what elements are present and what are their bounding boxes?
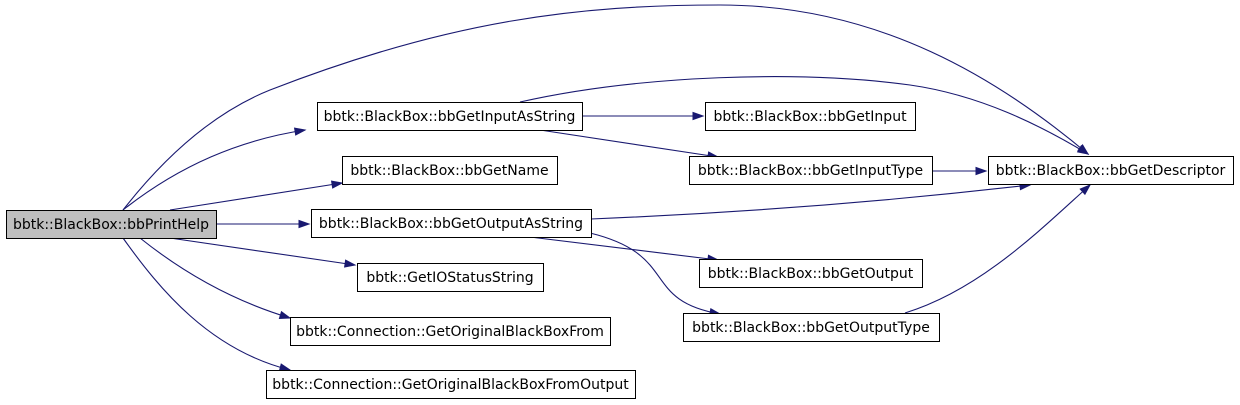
node-label: bbtk::BlackBox::bbGetDescriptor — [996, 163, 1226, 179]
node-getoutput[interactable]: bbtk::BlackBox::bbGetOutput — [699, 259, 923, 288]
edge-printhelp-to-getiostatusstring — [169, 237, 357, 268]
edge-line — [139, 237, 291, 319]
edge-line — [122, 129, 306, 211]
arrowhead-icon — [298, 219, 311, 229]
edge-getoutputtype-to-getdescriptor — [904, 183, 1092, 314]
edge-printhelp-to-getdescriptor — [122, 4, 1090, 211]
node-label: bbtk::GetIOStatusString — [366, 270, 533, 286]
edge-line — [122, 4, 1089, 211]
node-getinput[interactable]: bbtk::BlackBox::bbGetInput — [705, 102, 916, 131]
node-getoriginalblackboxfrom[interactable]: bbtk::Connection::GetOriginalBlackBoxFro… — [290, 317, 611, 346]
node-printhelp[interactable]: bbtk::BlackBox::bbPrintHelp — [6, 210, 217, 239]
edge-printhelp-to-getinputasstring — [122, 127, 307, 211]
node-label: bbtk::BlackBox::bbPrintHelp — [13, 217, 209, 233]
arrowhead-icon — [1076, 144, 1090, 155]
node-box — [290, 317, 611, 346]
node-box — [683, 313, 940, 342]
node-getoriginalblackboxfromoutput[interactable]: bbtk::Connection::GetOriginalBlackBoxFro… — [266, 370, 636, 399]
node-label: bbtk::BlackBox::bbGetOutputAsString — [319, 216, 583, 232]
nodes-layer: bbtk::BlackBox::bbPrintHelpbbtk::BlackBo… — [6, 102, 1234, 399]
edge-line — [169, 237, 356, 266]
arrowhead-icon — [330, 180, 344, 189]
arrowhead-icon — [975, 166, 988, 176]
edge-line — [904, 184, 1091, 314]
edge-line — [169, 182, 343, 211]
node-getname[interactable]: bbtk::BlackBox::bbGetName — [342, 156, 558, 185]
node-box — [6, 210, 217, 239]
arrowhead-icon — [278, 310, 292, 319]
arrowhead-icon — [278, 363, 292, 372]
node-label: bbtk::BlackBox::bbGetOutput — [708, 266, 914, 282]
node-label: bbtk::BlackBox::bbGetInput — [713, 109, 907, 125]
node-box — [705, 102, 916, 131]
arrowhead-icon — [1079, 183, 1092, 196]
edge-printhelp-to-getoutputasstring — [216, 219, 311, 229]
node-box — [357, 263, 544, 292]
arrowhead-icon — [692, 111, 705, 121]
edge-line — [519, 76, 1089, 155]
node-getinputtype[interactable]: bbtk::BlackBox::bbGetInputType — [689, 156, 933, 185]
edges-layer — [122, 4, 1092, 372]
node-getoutputasstring[interactable]: bbtk::BlackBox::bbGetOutputAsString — [311, 209, 592, 238]
node-label: bbtk::BlackBox::bbGetInputAsString — [324, 109, 576, 125]
node-label: bbtk::BlackBox::bbGetName — [350, 163, 548, 179]
edge-getoutputasstring-to-getoutput — [529, 236, 720, 263]
edge-line — [539, 129, 719, 158]
node-getdescriptor[interactable]: bbtk::BlackBox::bbGetDescriptor — [988, 156, 1234, 185]
edge-getinputtype-to-getdescriptor — [932, 166, 988, 176]
node-label: bbtk::BlackBox::bbGetInputType — [698, 163, 923, 179]
arrowhead-icon — [344, 259, 357, 268]
edge-getinputasstring-to-getinput — [582, 111, 705, 121]
arrowhead-icon — [293, 127, 307, 136]
node-box — [266, 370, 636, 399]
node-box — [689, 156, 933, 185]
node-box — [699, 259, 923, 288]
edge-line — [122, 237, 291, 371]
node-getinputasstring[interactable]: bbtk::BlackBox::bbGetInputAsString — [317, 102, 583, 131]
edge-printhelp-to-getoriginalblackboxfromoutput — [122, 237, 292, 372]
node-box — [311, 209, 592, 238]
node-getoutputtype[interactable]: bbtk::BlackBox::bbGetOutputType — [683, 313, 940, 342]
edge-getinputasstring-to-getdescriptor — [519, 76, 1090, 155]
edge-getinputasstring-to-getinputtype — [539, 129, 720, 160]
edge-line — [589, 232, 721, 315]
node-getiostatusstring[interactable]: bbtk::GetIOStatusString — [357, 263, 544, 292]
node-box — [342, 156, 558, 185]
edge-line — [590, 184, 1031, 220]
node-box — [317, 102, 583, 131]
node-label: bbtk::Connection::GetOriginalBlackBoxFro… — [296, 324, 604, 340]
edge-printhelp-to-getname — [169, 180, 344, 211]
node-label: bbtk::Connection::GetOriginalBlackBoxFro… — [272, 377, 629, 393]
node-label: bbtk::BlackBox::bbGetOutputType — [692, 320, 930, 336]
edge-getoutputasstring-to-getdescriptor — [590, 182, 1032, 220]
edge-line — [529, 236, 719, 261]
edge-printhelp-to-getoriginalblackboxfrom — [139, 237, 292, 319]
node-box — [988, 156, 1234, 185]
